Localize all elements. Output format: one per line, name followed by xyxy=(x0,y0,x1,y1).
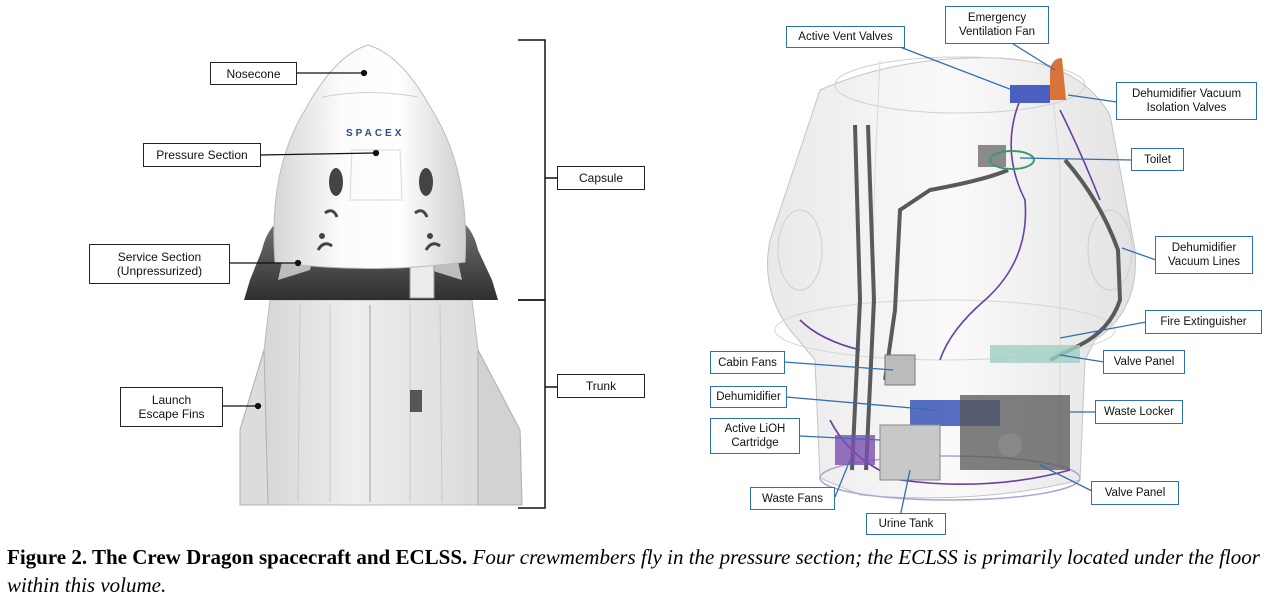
dehumidifier-label: Dehumidifier xyxy=(710,386,787,408)
fire-extinguisher-label: Fire Extinguisher xyxy=(1145,310,1262,334)
pressure-section-label: Pressure Section xyxy=(143,143,261,167)
trunk-label: Trunk xyxy=(557,374,645,398)
spacex-logo: SPACEX xyxy=(346,128,404,139)
dark-pipes xyxy=(850,124,1123,471)
dehumidifier-vacuum-lines-label: Dehumidifier Vacuum Lines xyxy=(1155,236,1253,274)
figure-caption: Figure 2. The Crew Dragon spacecraft and… xyxy=(7,543,1277,599)
crew-dragon-exterior-illustration: SPACEX xyxy=(222,39,558,509)
cabin-fans-label: Cabin Fans xyxy=(710,351,785,374)
active-lioh-cartridge-label: Active LiOH Cartridge xyxy=(710,418,800,454)
trunk-shape xyxy=(239,299,523,506)
waste-locker-label: Waste Locker xyxy=(1095,400,1183,424)
dehumidifier-vacuum-isolation-valves-label: Dehumidifier Vacuum Isolation Valves xyxy=(1116,82,1257,120)
toilet-label: Toilet xyxy=(1131,148,1184,171)
figure-label: Figure 2. The Crew Dragon spacecraft and… xyxy=(7,545,468,569)
capsule-label: Capsule xyxy=(557,166,645,190)
valve-panel-upper-label: Valve Panel xyxy=(1103,350,1185,374)
top-hardware xyxy=(978,58,1066,170)
nosecone-label: Nosecone xyxy=(210,62,297,85)
waste-fans-label: Waste Fans xyxy=(750,487,835,510)
pressure-vessel-shell xyxy=(767,56,1136,501)
active-vent-valves-label: Active Vent Valves xyxy=(786,26,905,48)
capsule-trunk-brackets xyxy=(518,39,558,509)
floor-hardware xyxy=(835,345,1080,481)
urine-tank-label: Urine Tank xyxy=(866,513,946,535)
left-leader-lines xyxy=(222,69,380,410)
eclss-cutaway-illustration xyxy=(767,41,1157,518)
emergency-ventilation-fan-label: Emergency Ventilation Fan xyxy=(945,6,1049,44)
launch-escape-fins-label: Launch Escape Fins xyxy=(120,387,223,427)
caption-text: Four crewmembers fly in the pressure sec… xyxy=(7,545,1260,597)
service-section-label: Service Section (Unpressurized) xyxy=(89,244,230,284)
valve-panel-lower-label: Valve Panel xyxy=(1091,481,1179,505)
right-leader-lines xyxy=(783,41,1157,518)
capsule-shape xyxy=(273,44,467,269)
